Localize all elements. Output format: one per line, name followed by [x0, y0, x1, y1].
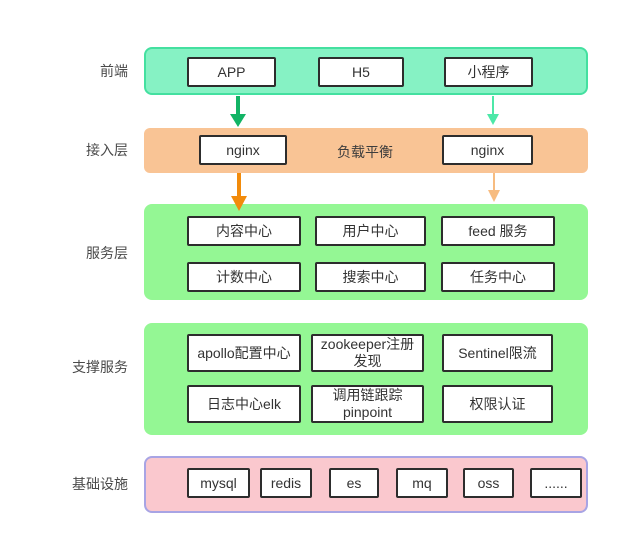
layer-label-frontend: 前端 [100, 63, 128, 79]
arrow-head-icon [230, 114, 246, 127]
arrow-shaft [237, 173, 241, 198]
arrow-shaft [236, 96, 240, 116]
load-balance-text: 负载平衡 [337, 144, 393, 160]
layer-label-service: 服务层 [86, 245, 128, 261]
arrow-shaft [492, 96, 494, 116]
node-more: ...... [530, 468, 582, 498]
node-user-center: 用户中心 [315, 216, 426, 246]
layer-label-access: 接入层 [86, 142, 128, 158]
node-app: APP [187, 57, 276, 87]
node-log-center-elk: 日志中心elk [187, 385, 301, 423]
node-mq: mq [396, 468, 448, 498]
node-zookeeper: zookeeper注册发现 [311, 334, 424, 372]
node-count-center: 计数中心 [187, 262, 301, 292]
node-redis: redis [260, 468, 312, 498]
node-sentinel: Sentinel限流 [442, 334, 553, 372]
node-feed-service: feed 服务 [441, 216, 555, 246]
arrow-head-icon [487, 114, 499, 125]
node-apollo-config: apollo配置中心 [187, 334, 301, 372]
arrow-shaft [493, 173, 495, 192]
node-auth: 权限认证 [442, 385, 553, 423]
node-oss: oss [463, 468, 514, 498]
layer-label-infra: 基础设施 [72, 476, 128, 492]
node-nginx-right: nginx [442, 135, 533, 165]
node-mysql: mysql [187, 468, 250, 498]
arrow-head-icon [488, 190, 500, 202]
node-task-center: 任务中心 [441, 262, 555, 292]
layer-label-support: 支撑服务 [72, 359, 128, 375]
node-miniprogram: 小程序 [444, 57, 533, 87]
node-search-center: 搜索中心 [315, 262, 426, 292]
arrow-head-icon [231, 196, 247, 211]
node-h5: H5 [318, 57, 404, 87]
node-trace-pinpoint: 调用链跟踪pinpoint [311, 385, 424, 423]
node-es: es [329, 468, 379, 498]
node-nginx-left: nginx [199, 135, 287, 165]
node-content-center: 内容中心 [187, 216, 301, 246]
